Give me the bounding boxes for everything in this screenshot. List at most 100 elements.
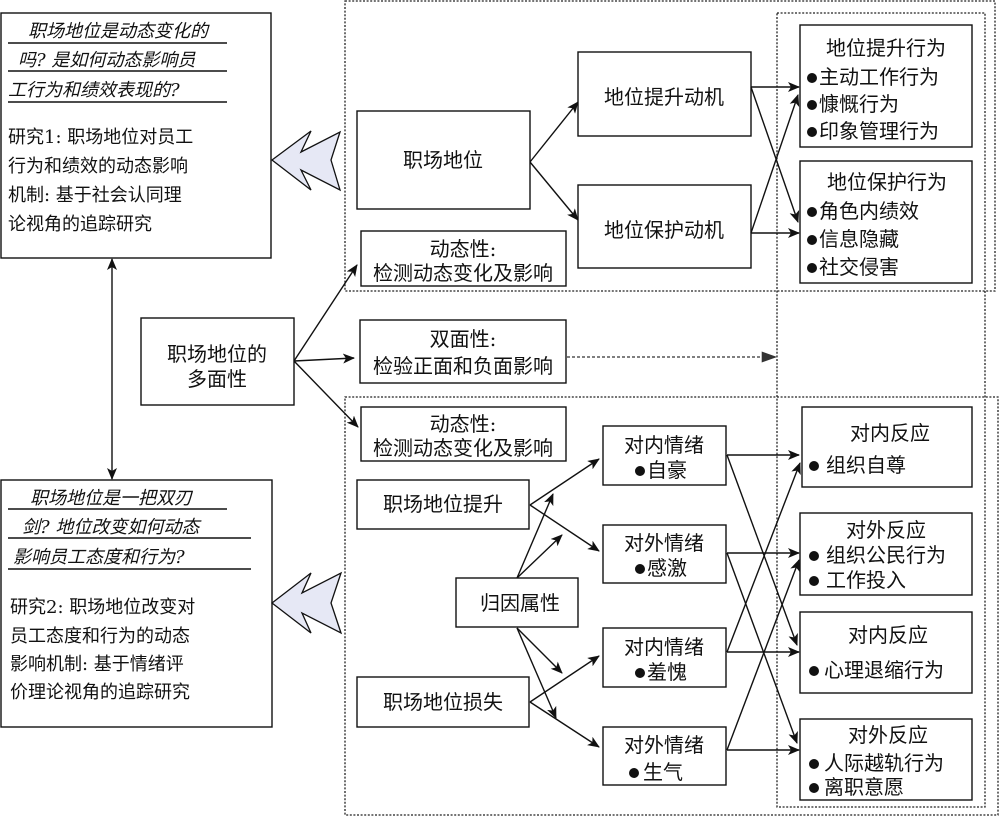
node-label: 地位保护动机	[604, 218, 724, 242]
node-title: 地位保护行为	[827, 170, 947, 194]
study2-question-line: 影响员工态度和行为?	[13, 547, 185, 568]
study1-body-line: 行为和绩效的动态影响	[8, 156, 188, 177]
bullet-icon	[809, 666, 819, 676]
behavior-item: 慷慨行为	[819, 92, 899, 116]
emotion-title: 对内情绪	[624, 433, 704, 457]
behavior-item: 主动工作行为	[819, 65, 939, 89]
dynamic-facet-top: 动态性: 检测动态变化及影响	[360, 230, 567, 287]
node-label: 职场地位提升	[383, 492, 503, 516]
node-frame	[602, 425, 727, 486]
hub-label-line: 多面性	[187, 367, 247, 391]
status-gain-node: 职场地位提升	[356, 479, 530, 530]
bullet-icon	[807, 235, 817, 245]
bullet-icon	[807, 73, 817, 83]
arrow-shame-to-self-esteem	[726, 462, 801, 653]
reaction-node-internal-negative: 对内反应 心理退缩行为	[799, 611, 973, 694]
bullet-icon	[809, 461, 819, 471]
double-chevron-left-icon	[270, 571, 343, 635]
study1-question-line: 职场地位是动态变化的	[28, 21, 210, 42]
behavior-item: 角色内绩效	[819, 199, 919, 223]
facet-title: 动态性:	[430, 412, 497, 436]
status-protection-behavior-node: 地位保护行为 角色内绩效 信息隐藏 社交侵害	[799, 160, 973, 284]
arrow-attribution-moderates-loss-anger	[516, 627, 557, 719]
facet-title: 动态性:	[430, 237, 497, 261]
arrow-attribution-moderates-loss-shame	[516, 627, 563, 674]
emotion-item: 感激	[647, 556, 687, 580]
arrow-gain-to-gratitude	[529, 504, 600, 552]
hub-box-frame	[140, 317, 295, 406]
reaction-item: 工作投入	[826, 568, 906, 592]
bullet-icon	[807, 263, 817, 273]
study1-model-frame	[344, 0, 996, 292]
status-protection-motive-node: 地位保护动机	[577, 184, 752, 269]
node-frame	[799, 24, 973, 148]
emotion-item: 自豪	[647, 458, 687, 482]
node-label: 地位提升动机	[604, 85, 724, 109]
study2-question-line: 剑? 地位改变如何动态	[22, 517, 202, 538]
node-frame	[356, 479, 530, 530]
hub-label-line: 职场地位的	[167, 342, 267, 366]
reaction-node-external-negative: 对外反应 人际越轨行为 离职意愿	[799, 718, 973, 801]
bullet-icon	[629, 768, 639, 778]
arrow-enhance-motive-to-protect-behavior	[750, 86, 800, 223]
status-enhancement-motive-node: 地位提升动机	[577, 51, 752, 137]
study2-body-line: 影响机制: 基于情绪评	[10, 654, 184, 675]
attribution-node: 归因属性	[455, 577, 579, 628]
reaction-title: 对外反应	[848, 723, 928, 747]
emotion-item: 生气	[643, 760, 683, 784]
arrow-status-to-protect-motive	[529, 161, 579, 221]
status-loss-node: 职场地位损失	[356, 676, 530, 728]
bullet-icon	[635, 668, 645, 678]
dynamic-facet-bottom: 动态性: 检测动态变化及影响	[360, 406, 567, 462]
study2-box: 职场地位是一把双刃 剑? 地位改变如何动态 影响员工态度和行为? 研究2: 职场…	[0, 479, 273, 728]
study1-body-line: 论视角的追踪研究	[8, 214, 152, 235]
emotion-title: 对内情绪	[624, 635, 704, 659]
study2-body-line: 研究2: 职场地位改变对	[10, 597, 195, 618]
behavior-item: 信息隐藏	[819, 227, 899, 251]
node-frame	[799, 718, 973, 801]
arrow-status-to-enhance-motive	[529, 101, 579, 163]
emotion-title: 对外情绪	[624, 733, 704, 757]
arrow-attribution-moderates-gain-pride	[516, 493, 554, 579]
facet-title: 双面性:	[430, 327, 497, 351]
emotion-item: 羞愧	[647, 660, 687, 684]
node-label: 归因属性	[480, 591, 560, 615]
study2-body-line: 价理论视角的追踪研究	[10, 682, 190, 703]
study2-body-line: 员工态度和行为的动态	[10, 626, 190, 647]
node-frame	[799, 611, 973, 694]
reaction-title: 对内反应	[848, 623, 928, 647]
study1-question-line: 吗? 是如何动态影响员	[18, 50, 196, 71]
node-frame	[799, 512, 973, 596]
emotion-title: 对外情绪	[624, 531, 704, 555]
multifaceted-status-box: 职场地位的 多面性	[140, 317, 295, 406]
facet-box-frame	[359, 319, 567, 384]
study2-box-frame	[0, 479, 273, 728]
node-label: 职场地位	[403, 148, 483, 172]
bullet-icon	[807, 207, 817, 217]
reaction-title: 对内反应	[850, 421, 930, 445]
node-frame	[577, 51, 752, 137]
study1-box-frame	[0, 12, 272, 259]
arrow-pride-to-withdrawal	[726, 454, 798, 646]
study2-question-line: 职场地位是一把双刃	[30, 488, 194, 509]
node-frame	[455, 577, 579, 628]
arrow-loss-to-anger	[529, 701, 600, 748]
emotion-node-gratitude: 对外情绪 感激	[602, 524, 727, 584]
bullet-icon	[809, 551, 819, 561]
node-frame	[356, 676, 530, 728]
reaction-node-external-positive: 对外反应 组织公民行为 工作投入	[799, 512, 973, 596]
bullet-icon	[807, 100, 817, 110]
reaction-item: 心理退缩行为	[824, 658, 944, 682]
bullet-icon	[809, 576, 819, 586]
study1-box: 职场地位是动态变化的 吗? 是如何动态影响员 工行为和绩效表现的? 研究1: 职…	[0, 12, 272, 259]
node-frame	[799, 160, 973, 284]
facet-desc: 检测动态变化及影响	[373, 261, 553, 285]
node-frame	[356, 110, 531, 210]
arrow-gratitude-to-deviance	[726, 552, 798, 744]
bullet-icon	[807, 127, 817, 137]
facet-desc: 检验正面和负面影响	[373, 354, 553, 378]
study1-body-line: 研究1: 职场地位对员工	[8, 127, 193, 148]
node-frame	[602, 726, 727, 786]
node-title: 地位提升行为	[826, 36, 946, 60]
dual-facet: 双面性: 检验正面和负面影响	[359, 319, 567, 384]
